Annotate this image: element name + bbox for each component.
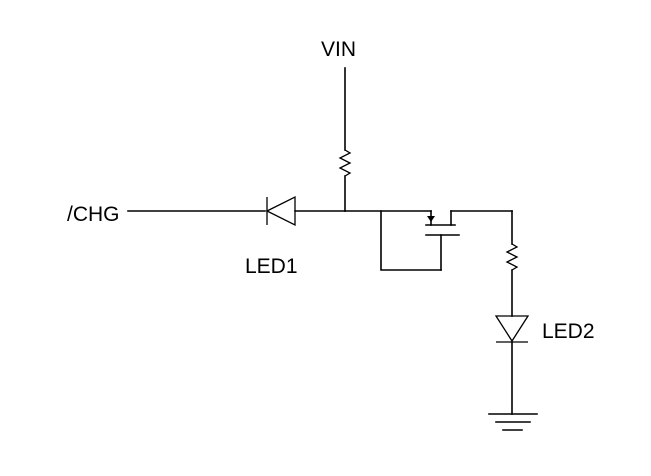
vin-resistor-symbol: [338, 149, 352, 177]
led1-diode-symbol: [265, 195, 296, 227]
led1-label: LED1: [245, 255, 298, 278]
pmos-transistor-symbol: [425, 210, 460, 271]
vin-label: VIN: [321, 38, 356, 61]
gate-loop-wire: [380, 210, 442, 271]
chg-label: /CHG: [67, 203, 120, 226]
led2-diode-symbol: [494, 315, 530, 343]
led2-resistor-symbol: [505, 243, 519, 271]
ground-icon: [488, 413, 538, 431]
led2-label: LED2: [542, 320, 595, 343]
